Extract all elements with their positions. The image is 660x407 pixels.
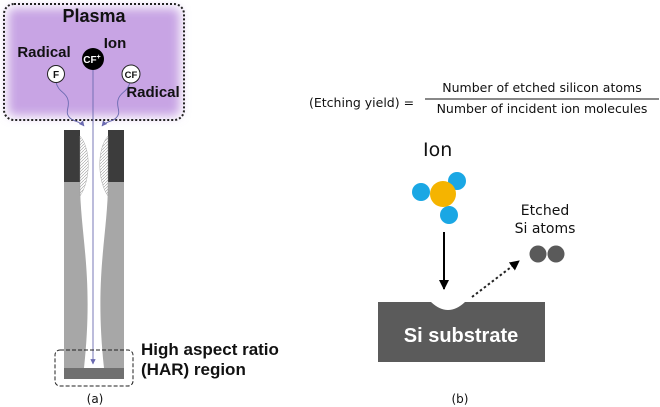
- left-mask: [64, 130, 80, 182]
- substrate-label: Si substrate: [404, 325, 518, 347]
- caption-b: (b): [452, 392, 469, 406]
- har-region-box: [54, 349, 134, 387]
- hole-bottom: [64, 368, 124, 379]
- right-deposit: [99, 135, 109, 197]
- particle-cf: CF: [121, 64, 141, 84]
- particle-ion: CF+: [82, 48, 104, 70]
- ion-label-a: Ion: [104, 35, 127, 52]
- yield-numerator: Number of etched silicon atoms: [442, 80, 641, 95]
- etched-label-line1: Etched: [521, 203, 569, 219]
- ion-center-atom: [430, 181, 456, 207]
- panel-a: Plasma Radical Ion Radical F: [3, 3, 279, 406]
- particle-f: F: [47, 65, 65, 83]
- hole-structure: [64, 130, 124, 379]
- yield-lhs: (Etching yield) =: [309, 95, 414, 110]
- plasma-label: Plasma: [62, 6, 126, 26]
- caption-a: (a): [87, 392, 104, 406]
- radical-f-trajectory: [55, 81, 85, 127]
- ejection-arrow: [471, 260, 520, 298]
- etched-label-line2: Si atoms: [515, 221, 576, 237]
- radical-cf-trajectory: [101, 81, 131, 127]
- left-deposit: [79, 135, 89, 197]
- etched-atom-1: [529, 245, 547, 263]
- ion-outer-atom-1: [412, 183, 430, 201]
- si-substrate: [378, 302, 545, 362]
- svg-text:CF+: CF+: [83, 54, 100, 66]
- ion-outer-atom-3: [440, 206, 458, 224]
- left-sidewall: [64, 130, 88, 368]
- particle-cf-label: CF: [125, 70, 138, 81]
- right-sidewall: [100, 130, 124, 368]
- particle-ion-charge: +: [97, 54, 101, 61]
- panel-b: (Etching yield) = Number of etched silic…: [309, 80, 659, 406]
- ion-label-b: Ion: [423, 139, 452, 161]
- har-label-line1: High aspect ratio: [141, 340, 279, 359]
- ion-molecule: [412, 172, 466, 224]
- har-label-line2: (HAR) region: [141, 360, 246, 379]
- right-mask: [108, 130, 124, 182]
- yield-denominator: Number of incident ion molecules: [437, 101, 648, 116]
- particle-ion-label: CF: [83, 55, 96, 66]
- radical-label-right: Radical: [126, 84, 179, 101]
- radical-label-left: Radical: [17, 44, 70, 61]
- etched-atom-2: [547, 245, 565, 263]
- particle-f-label: F: [53, 70, 59, 81]
